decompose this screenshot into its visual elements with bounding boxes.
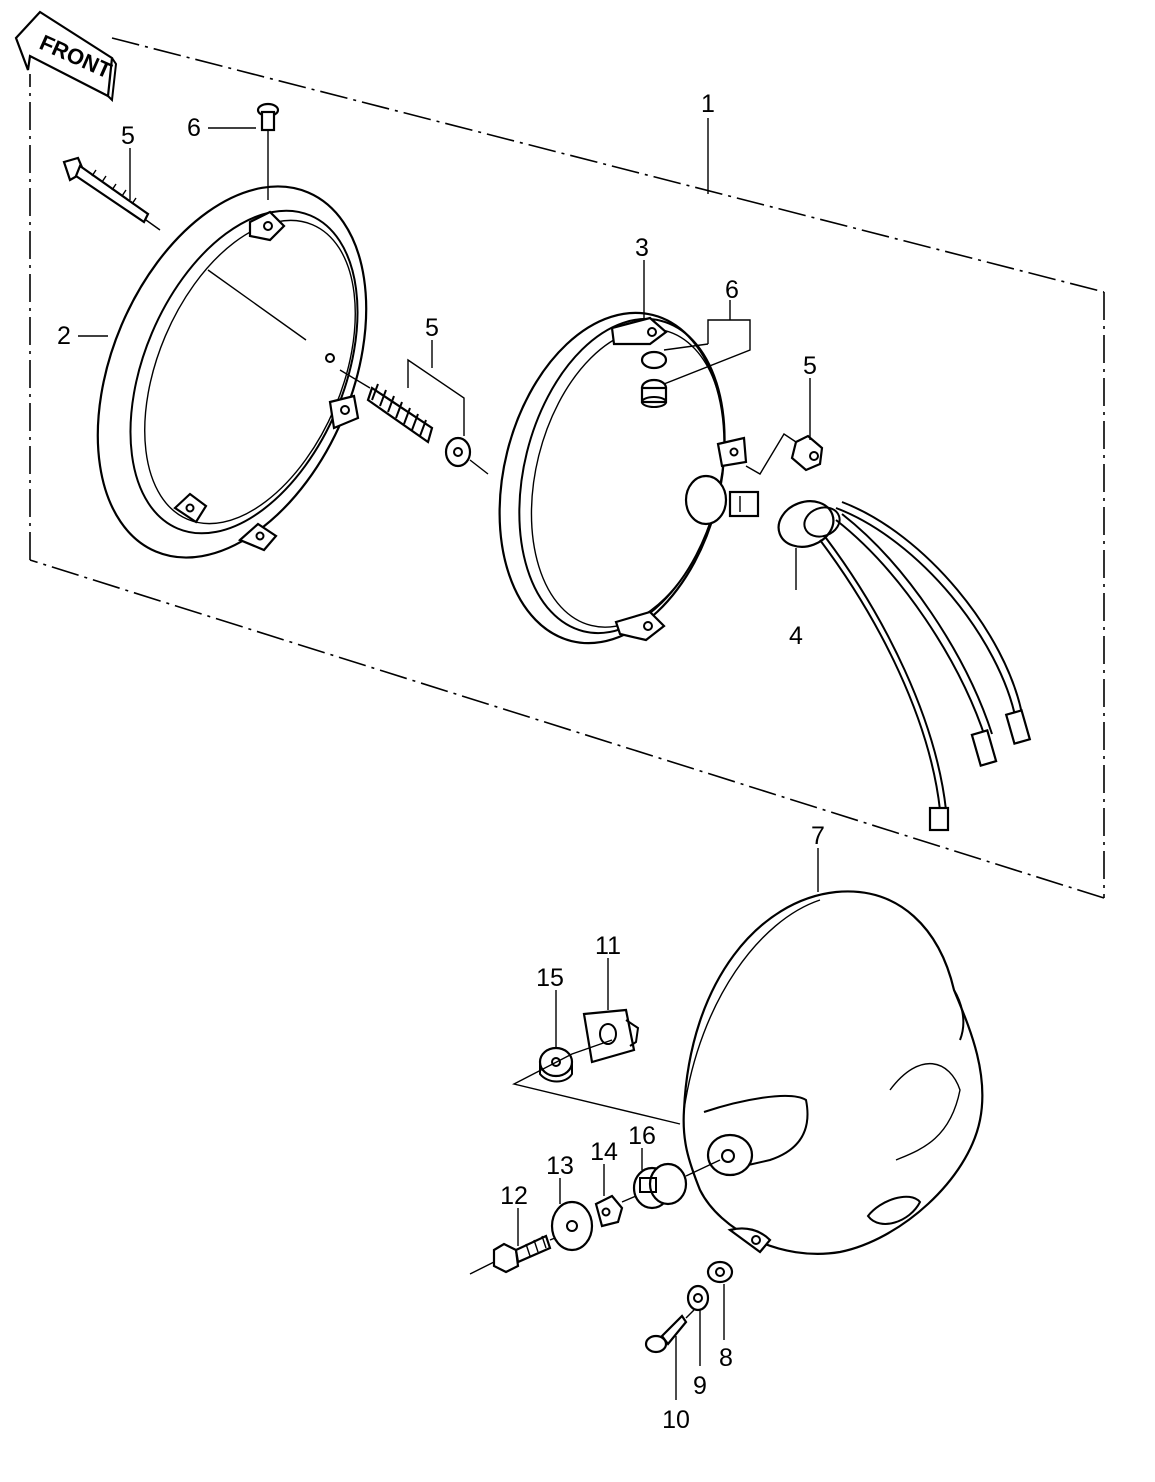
square-nut (745, 433, 824, 475)
headlight-housing (682, 890, 984, 1255)
callout-11: 11 (595, 932, 621, 960)
callout-8: 8 (719, 1344, 733, 1372)
callout-4: 4 (789, 622, 803, 650)
callout-5-square-nut: 5 (803, 352, 817, 380)
large-washer (550, 1200, 594, 1252)
socket-with-wires (777, 500, 1032, 832)
adjusting-spring (339, 358, 489, 475)
screw-bottom (644, 1309, 695, 1354)
callout-13: 13 (546, 1152, 574, 1180)
front-direction-arrow: FRONT (14, 10, 118, 103)
callout-16: 16 (628, 1122, 656, 1150)
headlight-rim (96, 185, 368, 559)
callout-10: 10 (662, 1406, 690, 1434)
lock-washer-bottom (686, 1284, 710, 1312)
mounting-bolt (469, 1234, 561, 1275)
adjusting-screw-long (62, 156, 161, 231)
callout-9: 9 (693, 1372, 707, 1400)
washer-and-nut-right (640, 319, 751, 408)
assembly-boundary (29, 37, 1105, 899)
sealed-beam-unit (498, 311, 760, 645)
callout-2: 2 (57, 322, 71, 350)
callout-6-top-screw: 6 (187, 114, 201, 142)
spacer-collar (538, 1046, 574, 1083)
callout-12: 12 (500, 1182, 528, 1210)
leader-lines (78, 127, 819, 1400)
callout-14: 14 (590, 1138, 618, 1166)
nut-bottom (706, 1260, 734, 1284)
callout-5-spring: 5 (425, 314, 439, 342)
callout-7: 7 (811, 822, 825, 850)
callout-3: 3 (635, 234, 649, 262)
callout-6-washer: 6 (725, 276, 739, 304)
callout-5-long-screw: 5 (121, 122, 135, 150)
rubber-grommet (632, 1162, 688, 1210)
screw-top (256, 102, 280, 200)
callout-15: 15 (536, 964, 564, 992)
mounting-bracket-nut (582, 1008, 640, 1064)
callout-1: 1 (701, 90, 715, 118)
small-collar (594, 1194, 624, 1228)
